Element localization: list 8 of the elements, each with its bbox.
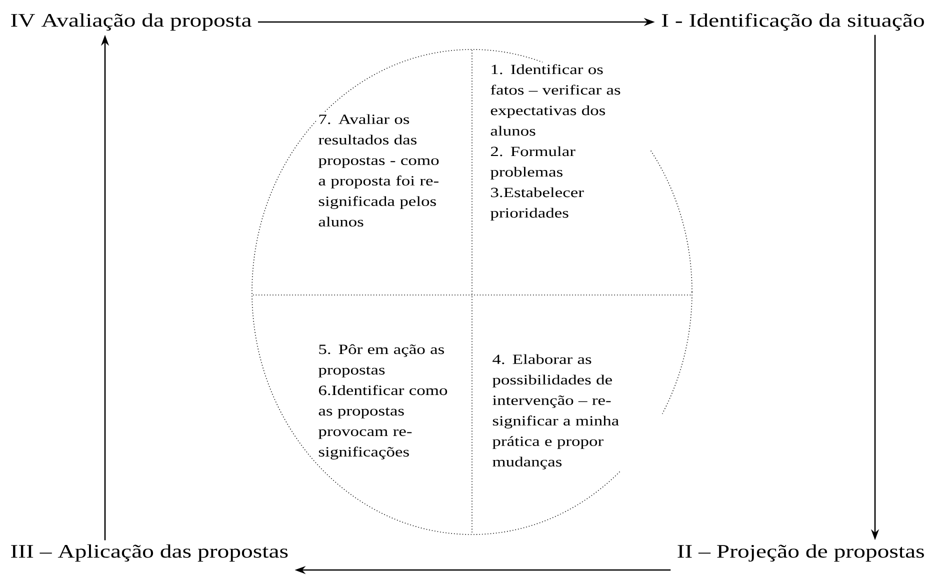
quadrant-text: 7. Avaliar os resultados das propostas - como a proposta foi re-significada pelos alunos [316, 112, 452, 229]
phase-label: II – Projeção de propostas [678, 544, 924, 562]
phase-label: III – Aplicação das propostas [11, 544, 288, 562]
quadrant-text: 4. Elaborar as possibilidades de intervenção – re-significar a minha prática e propor mudanças [490, 352, 662, 472]
quadrant-text: 5. Pôr em ação as propostas 6.Identificar como as propostas provocam re-significações [316, 342, 450, 462]
phase-label: I - Identificação da situação [662, 13, 924, 31]
quadrant-text: 1. Identificar os fatos – verificar as expectativas dos alunos 2. Formular problemas 3.Estabelecer prioridades [488, 62, 650, 223]
phase-label: IV Avaliação da proposta [11, 13, 252, 31]
